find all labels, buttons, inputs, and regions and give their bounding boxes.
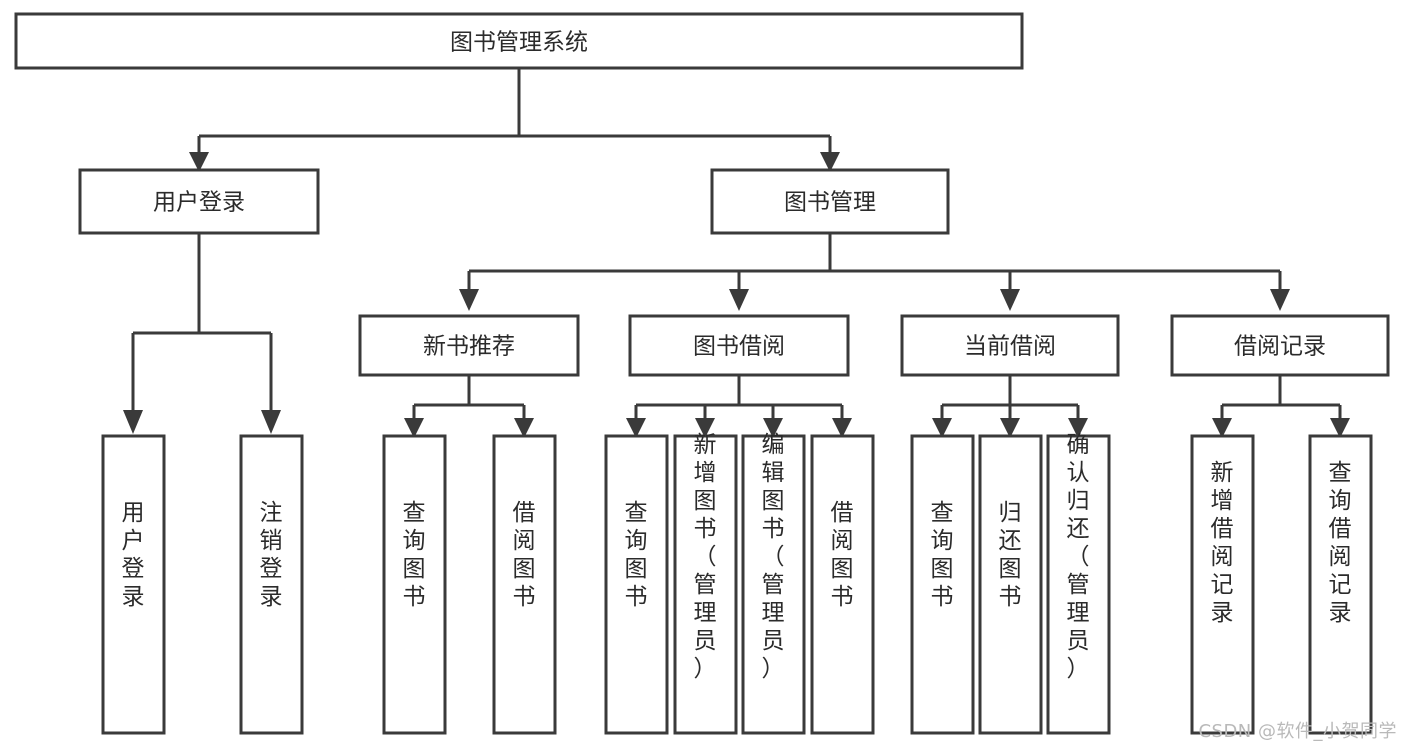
leaf-label-cb-confirm-return: 确认归还（管理员）: [1067, 432, 1090, 682]
node-root-label: 图书管理系统: [450, 30, 588, 56]
leaf-label-user-login: 用户登录: [122, 500, 145, 610]
arrow-to-borrowrecord: [1270, 289, 1290, 311]
node-book-management-label: 图书管理: [784, 190, 876, 216]
leaf-box-cb-query-book[interactable]: [910, 434, 975, 735]
arrow-to-leaf-nb-1: [404, 418, 424, 438]
node-current-borrow-box[interactable]: [900, 314, 1120, 377]
nodes-layer: 图书管理系统 用户登录 图书管理 新书推荐 图书借阅 当前借阅 借阅记录 用户登…: [14, 12, 1390, 735]
leaf-box-cb-return-book[interactable]: [978, 434, 1043, 735]
leaf-label-bb-query-book: 查询图书: [625, 500, 648, 610]
arrow-to-leaf-br-1: [1212, 418, 1232, 438]
arrow-to-leaf-bb-2: [695, 418, 715, 438]
leaf-label-br-add-record: 新增借阅记录: [1211, 460, 1234, 626]
leaf-box-bb-query-book[interactable]: [604, 434, 669, 735]
leaf-label-br-query-record: 查询借阅记录: [1329, 460, 1352, 626]
arrow-to-bookmgmt: [820, 152, 840, 172]
arrow-to-userlogin: [189, 152, 209, 172]
leaf-box-user-login[interactable]: [101, 434, 166, 735]
leaf-box-user-logout[interactable]: [239, 434, 304, 735]
arrow-to-leaf-nb-2: [514, 418, 534, 438]
leaf-box-nb-borrow-book[interactable]: [492, 434, 557, 735]
leaf-label-nb-query-book: 查询图书: [403, 500, 426, 610]
leaf-label-bb-borrow-book: 借阅图书: [831, 500, 854, 610]
arrowheads-layer: [123, 152, 1350, 438]
node-user-login-label: 用户登录: [153, 190, 245, 216]
leaf-box-br-add-record[interactable]: [1190, 434, 1255, 735]
node-current-borrow-label: 当前借阅: [964, 334, 1056, 360]
arrow-to-leaf-bb-4: [832, 418, 852, 438]
leaf-label-cb-query-book: 查询图书: [931, 500, 954, 610]
arrow-to-leaf-user-logout: [261, 410, 281, 434]
arrow-to-bookborrow: [729, 289, 749, 311]
arrow-to-leaf-cb-3: [1068, 418, 1088, 438]
leaf-box-bb-borrow-book[interactable]: [810, 434, 875, 735]
node-root-box[interactable]: [14, 12, 1024, 70]
arrow-to-currentborrow: [1000, 289, 1020, 311]
node-book-borrow-box[interactable]: [628, 314, 850, 377]
arrow-to-leaf-bb-3: [763, 418, 783, 438]
leaf-box-bb-add-book[interactable]: [673, 434, 738, 735]
leaf-box-cb-confirm-return[interactable]: [1046, 434, 1111, 735]
csdn-watermark: CSDN @软件_小贺同学: [1198, 721, 1397, 742]
leaf-label-nb-borrow-book: 借阅图书: [513, 500, 536, 610]
arrow-to-leaf-cb-2: [1000, 418, 1020, 438]
leaf-box-nb-query-book[interactable]: [382, 434, 447, 735]
arrow-to-leaf-br-2: [1330, 418, 1350, 438]
leaf-box-br-query-record[interactable]: [1308, 434, 1373, 735]
arrow-to-leaf-bb-1: [626, 418, 646, 438]
arrow-to-newbook: [459, 289, 479, 311]
node-borrow-record-box[interactable]: [1170, 314, 1390, 377]
node-book-borrow-label: 图书借阅: [693, 334, 785, 360]
arrow-to-leaf-user-login: [123, 410, 143, 434]
node-new-book-recommend-label: 新书推荐: [423, 334, 515, 360]
leaf-label-bb-add-book: 新增图书（管理员）: [694, 432, 717, 682]
leaf-label-user-logout: 注销登录: [260, 500, 283, 610]
leaf-label-cb-return-book: 归还图书: [999, 500, 1022, 610]
arrow-to-leaf-cb-1: [932, 418, 952, 438]
node-new-book-recommend-box[interactable]: [358, 314, 580, 377]
node-borrow-record-label: 借阅记录: [1234, 334, 1326, 360]
node-user-login-box[interactable]: [78, 168, 320, 235]
node-book-management-box[interactable]: [710, 168, 950, 235]
leaf-box-bb-edit-book[interactable]: [741, 434, 806, 735]
leaf-label-bb-edit-book: 编辑图书（管理员）: [762, 432, 785, 682]
